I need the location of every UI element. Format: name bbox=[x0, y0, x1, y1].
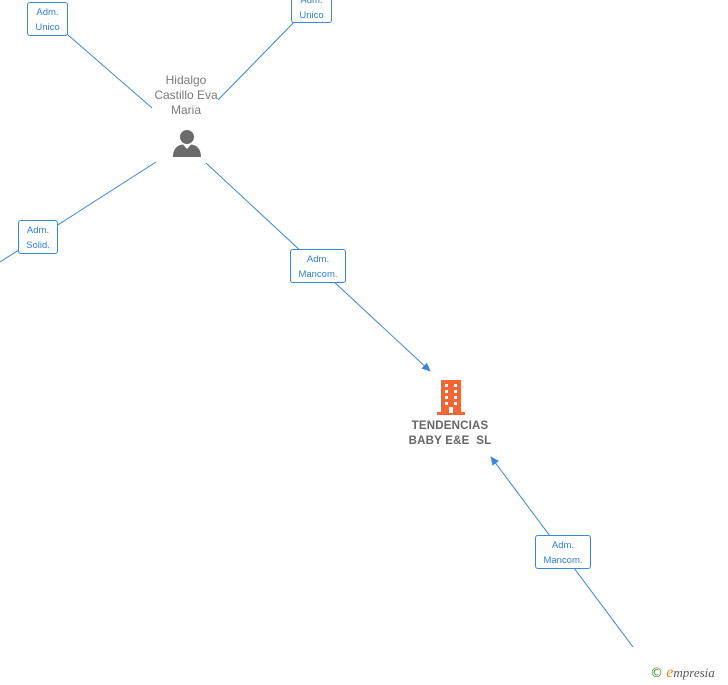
role-box-top-right: Adm. Unico bbox=[291, 0, 332, 23]
role-box-middle: Adm. Mancom. bbox=[290, 249, 346, 283]
empresia-watermark: © empresia bbox=[650, 665, 715, 682]
person-name[interactable]: Hidalgo Castillo Eva Maria bbox=[140, 73, 232, 118]
edge-top-right bbox=[217, 15, 301, 101]
role-line: Unico bbox=[35, 22, 60, 33]
brand-initial: e bbox=[666, 664, 674, 681]
role-line: Adm. bbox=[300, 0, 323, 6]
role-box-bottom: Adm. Mancom. bbox=[535, 535, 591, 569]
role-line: Mancom. bbox=[298, 269, 338, 280]
building-icon[interactable] bbox=[436, 380, 466, 415]
person-icon[interactable] bbox=[172, 128, 202, 158]
role-box-top-left: Adm. Unico bbox=[27, 2, 68, 36]
company-name-line: BABY E&E SL bbox=[408, 435, 492, 447]
brand-rest: mpresia bbox=[673, 665, 715, 680]
role-line: Unico bbox=[299, 10, 324, 21]
role-box-left: Adm. Solid. bbox=[18, 220, 58, 254]
role-line: Solid. bbox=[26, 240, 50, 251]
person-name-line: Castillo Eva bbox=[154, 88, 218, 102]
role-line: Adm. bbox=[36, 7, 59, 18]
role-line: Adm. bbox=[306, 254, 330, 265]
role-line: Adm. bbox=[26, 225, 50, 236]
role-line: Adm. bbox=[551, 540, 575, 551]
person-name-line: Maria bbox=[170, 103, 201, 117]
person-name-line: Hidalgo bbox=[165, 73, 207, 87]
company-name-line: TENDENCIAS bbox=[411, 420, 489, 432]
edge-top-left bbox=[59, 27, 153, 109]
role-line: Mancom. bbox=[543, 555, 583, 566]
company-name[interactable]: TENDENCIAS BABY E&E SL bbox=[390, 419, 510, 449]
copyright-symbol: © bbox=[650, 666, 663, 681]
